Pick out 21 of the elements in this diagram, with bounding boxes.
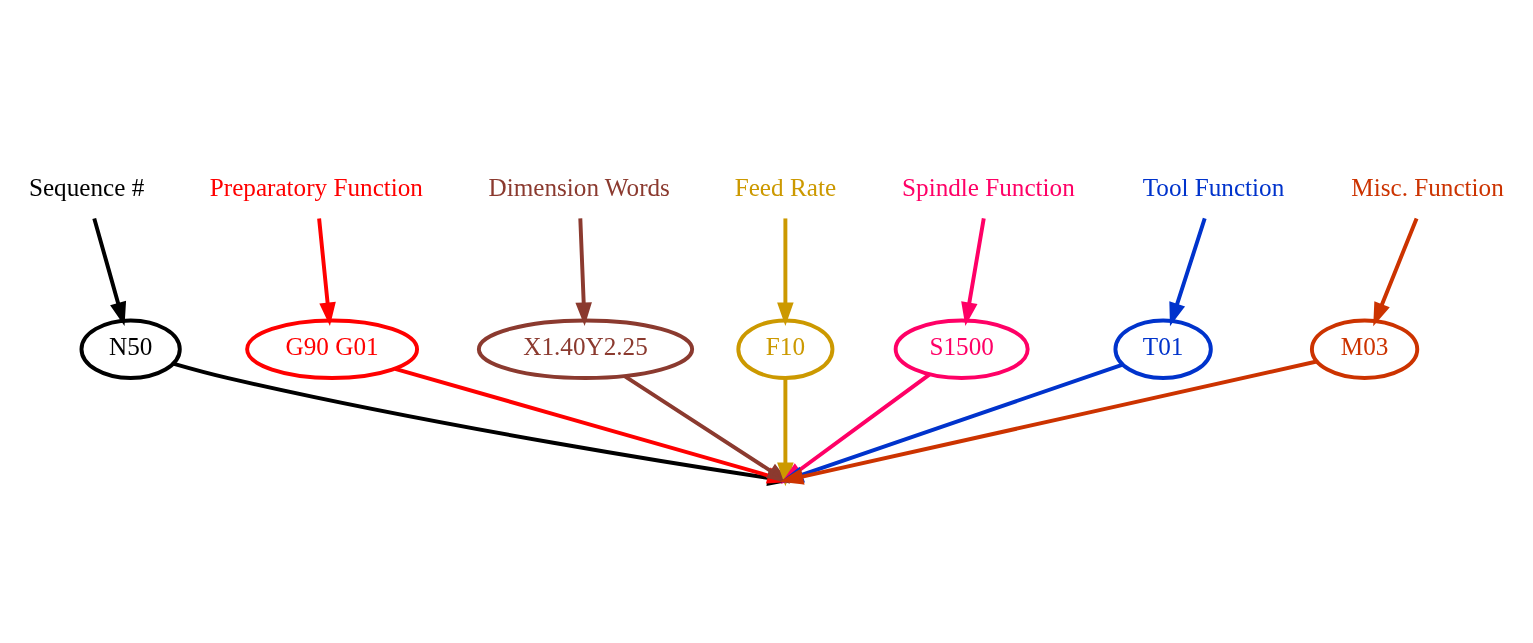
node-ellipse: S1500 [893, 318, 1030, 380]
node-text: Dimension Words [488, 173, 670, 201]
arrow [575, 217, 592, 326]
node-ellipse: N50 [79, 318, 182, 380]
node-text: Misc. Function [1351, 173, 1504, 201]
node-text: Preparatory Function [209, 173, 423, 201]
arrow [317, 217, 336, 326]
arrow [1169, 217, 1207, 326]
arrow [92, 217, 127, 326]
node-ellipse: G90 G01 [245, 318, 420, 380]
node-ellipse: F10 [736, 318, 835, 380]
arrow [777, 217, 794, 326]
node-text: Sequence # [28, 173, 145, 201]
node-text: Spindle Function [902, 173, 1075, 201]
node-ellipse: T01 [1113, 318, 1213, 380]
node-text: Tool Function [1142, 173, 1285, 201]
node-text: Feed Rate [734, 173, 837, 201]
node-ellipse: M03 [1309, 318, 1420, 380]
node-ellipse: X1.40Y2.25 [476, 318, 695, 380]
arrow [1373, 217, 1419, 326]
arrow [961, 217, 986, 326]
